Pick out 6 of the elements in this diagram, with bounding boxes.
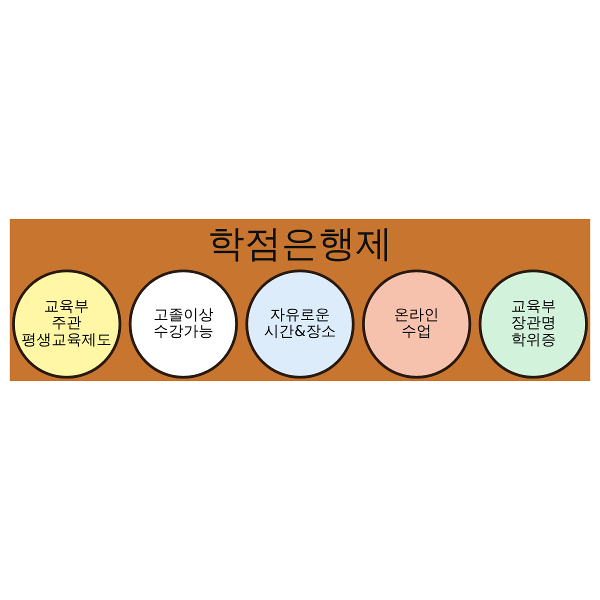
node-circle: 교육부 장관명 학위증 — [478, 269, 588, 379]
node-circle: 자유로운 시간&장소 — [245, 269, 355, 379]
node-circle: 고졸이상 수강가능 — [128, 269, 238, 379]
node-circle: 온라인 수업 — [362, 269, 472, 379]
diagram-title: 학점은행제 — [208, 222, 392, 266]
node-circle: 교육부 주관 평생교육제도 — [12, 269, 122, 379]
